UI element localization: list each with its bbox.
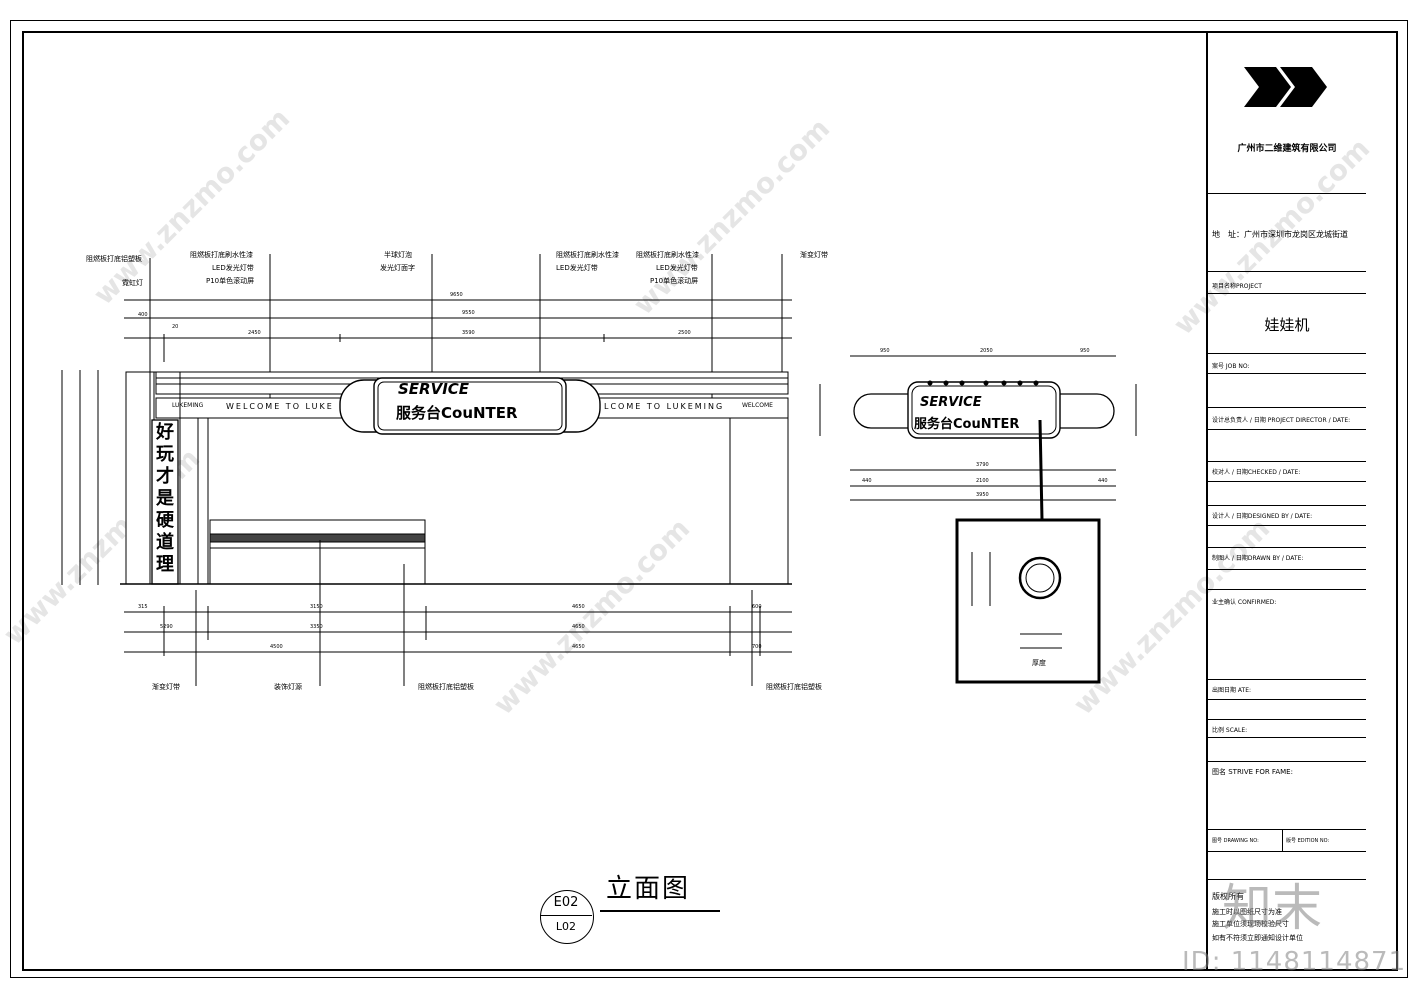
annotation: 半球灯泡 bbox=[384, 251, 412, 259]
band-left-text: WELCOME TO LUKE bbox=[226, 402, 334, 411]
dimension-label: 3350 bbox=[310, 624, 323, 630]
drawing-name-field: 图名 STRIVE FOR FAME: bbox=[1212, 768, 1293, 776]
vertical-sign-text: 好玩才是硬道理 bbox=[156, 422, 174, 575]
annotation: 装饰灯源 bbox=[274, 683, 302, 691]
sheet-outer-border bbox=[10, 20, 1408, 978]
copyright-title: 版权所有 bbox=[1212, 892, 1244, 901]
annotation: LED发光灯带 bbox=[556, 264, 598, 272]
dimension-label: 4500 bbox=[270, 644, 283, 650]
annotation: 阻燃板打底刷水性漆 bbox=[556, 251, 619, 259]
job-no: 案号 JOB NO: bbox=[1212, 363, 1250, 370]
dimension-label: 5290 bbox=[160, 624, 173, 630]
dimension-label: 600 bbox=[752, 604, 762, 610]
annotation: P10单色滚动屏 bbox=[206, 277, 255, 285]
checked-field: 校对人 / 日期CHECKED / DATE: bbox=[1212, 469, 1301, 476]
drawing-title-underline bbox=[600, 910, 720, 912]
annotation: 阻燃板打底刷水性漆 bbox=[636, 251, 699, 259]
annotation: 渐变灯带 bbox=[800, 251, 828, 259]
annotation: 阻燃板打底刷水性漆 bbox=[190, 251, 253, 259]
edition-field: 版号 EDITION NO: bbox=[1286, 838, 1330, 844]
dimension-label: 20 bbox=[172, 324, 179, 330]
sheet-inner-border bbox=[22, 31, 1398, 971]
band-right-text: LCOME TO LUKEMING bbox=[604, 402, 725, 411]
dimension-label: 3150 bbox=[310, 604, 323, 610]
detail-sign-service-text: SERVICE bbox=[920, 395, 982, 410]
section-label: 厚度 bbox=[1032, 659, 1046, 667]
copyright-line: 施工单位须现场校验尺寸 bbox=[1212, 920, 1289, 928]
annotation: 渐变灯带 bbox=[152, 683, 180, 691]
title-block: 广州市二维建筑有限公司 地 址：广州市深圳市龙岗区龙城街道 项目名称PROJEC… bbox=[1206, 31, 1366, 971]
annotation: 阻燃板打底铝塑板 bbox=[86, 255, 142, 263]
detail-sign-counter-text: 服务台CouNTER bbox=[914, 417, 1020, 432]
brand-watermark: 知末 bbox=[1222, 879, 1322, 937]
designed-field: 设计人 / 日期DESIGNED BY / DATE: bbox=[1212, 513, 1313, 520]
dimension-label: 315 bbox=[138, 604, 148, 610]
dimension-label: 950 bbox=[1080, 348, 1090, 354]
copyright-line: 如有不符须立即通知设计单位 bbox=[1212, 934, 1303, 942]
dimension-label: 440 bbox=[1098, 478, 1108, 484]
dimension-label: 4650 bbox=[572, 624, 585, 630]
id-watermark: ID: 1148114871 bbox=[1182, 947, 1407, 977]
date-field: 出图日期 ATE: bbox=[1212, 687, 1252, 694]
dimension-label: 4650 bbox=[572, 644, 585, 650]
annotation: LED发光灯带 bbox=[656, 264, 698, 272]
drawing-title: 立面图 bbox=[606, 874, 691, 904]
dimension-label: 2050 bbox=[980, 348, 993, 354]
dimension-label: 2100 bbox=[976, 478, 989, 484]
band-left-text-2: LUKEMING bbox=[172, 402, 204, 409]
dimension-label: 9550 bbox=[462, 310, 475, 316]
annotation: 阻燃板打底铝塑板 bbox=[418, 683, 474, 691]
sign-counter-text: 服务台CouNTER bbox=[396, 404, 518, 422]
band-right-text-2: WELCOME bbox=[742, 402, 773, 409]
dimension-label: 2500 bbox=[678, 330, 691, 336]
dimension-label: 400 bbox=[138, 312, 148, 318]
drawn-field: 制图人 / 日期DRAWN BY / DATE: bbox=[1212, 555, 1304, 562]
dimension-label: 2450 bbox=[248, 330, 261, 336]
scale-field: 比例 SCALE: bbox=[1212, 727, 1248, 734]
project-label: 项目名称PROJECT bbox=[1212, 283, 1262, 290]
dimension-label: 700 bbox=[752, 644, 762, 650]
annotation: 发光灯面字 bbox=[380, 264, 415, 272]
copyright-line: 施工时以图纸尺寸为准 bbox=[1212, 908, 1282, 916]
dimension-label: 3950 bbox=[976, 492, 989, 498]
address: 地 址：广州市深圳市龙岗区龙城街道 bbox=[1212, 230, 1348, 239]
drawing-code-circle bbox=[540, 890, 594, 944]
elevation-drawing bbox=[61, 254, 1137, 686]
drawing-code-top: E02 bbox=[553, 895, 579, 910]
drawing-code-bottom: L02 bbox=[555, 920, 577, 933]
dimension-label: 440 bbox=[862, 478, 872, 484]
annotation: LED发光灯带 bbox=[212, 264, 254, 272]
dimension-label: 4650 bbox=[572, 604, 585, 610]
drawing-code-divider bbox=[540, 915, 592, 916]
annotation: P10单色滚动屏 bbox=[650, 277, 699, 285]
annotation: 阻燃板打底铝塑板 bbox=[766, 683, 822, 691]
confirm-field: 业主确认 CONFIRMED: bbox=[1212, 599, 1277, 606]
dimension-label: 3590 bbox=[462, 330, 475, 336]
sign-service-text: SERVICE bbox=[398, 380, 470, 398]
director-field: 设计总负责人 / 日期 PROJECT DIRECTOR / DATE: bbox=[1212, 417, 1351, 424]
annotation: 霓虹灯 bbox=[122, 279, 143, 287]
dimension-label: 3790 bbox=[976, 462, 989, 468]
company-name: 广州市二维建筑有限公司 bbox=[1237, 144, 1337, 154]
company-logo-icon bbox=[1244, 67, 1327, 107]
dimension-label: 9650 bbox=[450, 292, 463, 298]
drawing-no-field: 图号 DRAWING NO: bbox=[1212, 838, 1259, 844]
dimension-label: 950 bbox=[880, 348, 890, 354]
project-name: 娃娃机 bbox=[1264, 316, 1310, 334]
